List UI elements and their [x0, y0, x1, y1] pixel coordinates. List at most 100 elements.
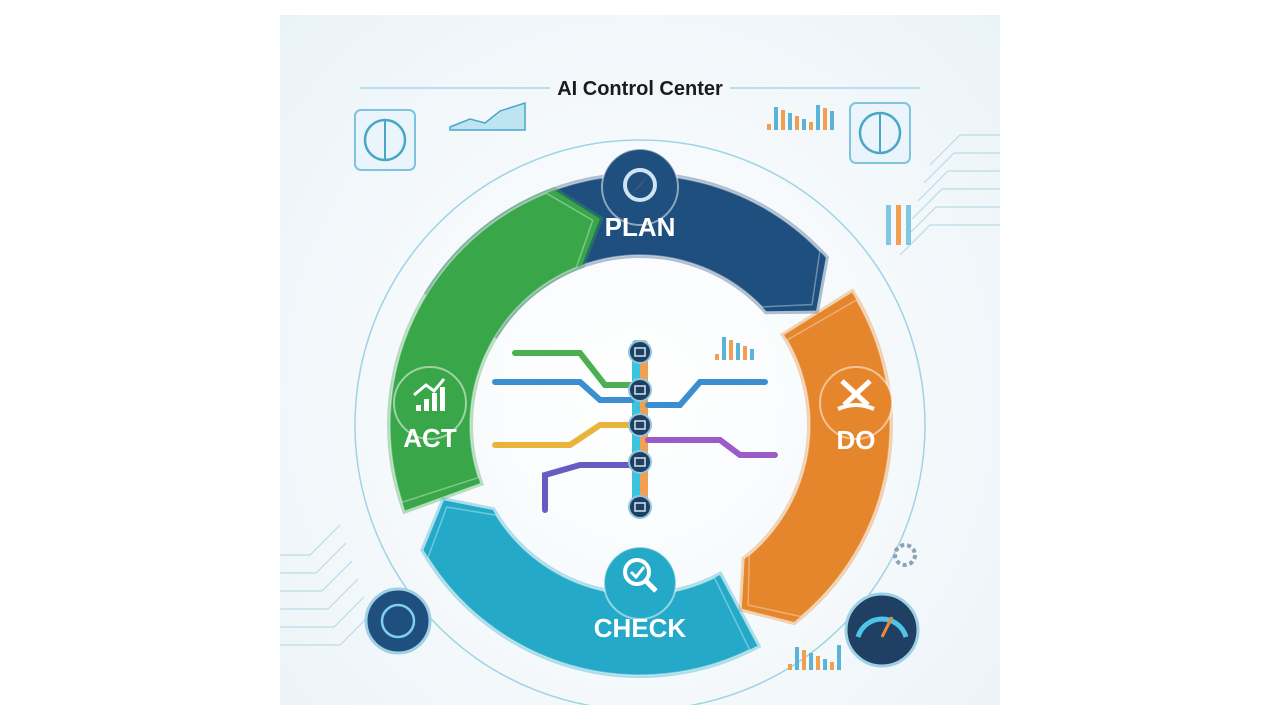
brain-icon — [380, 603, 416, 639]
mini-bar-chart-top — [767, 105, 834, 130]
mini-line-chart — [449, 101, 526, 131]
gauge-icon — [855, 616, 909, 638]
node-glyph — [634, 385, 646, 395]
level-bar — [886, 205, 891, 245]
stage-badge-do — [819, 366, 893, 440]
stage-badge-check — [603, 546, 677, 620]
chip-icon — [628, 378, 652, 402]
gauge-badge — [844, 592, 920, 668]
node-glyph — [634, 420, 646, 430]
mini-bar — [816, 105, 820, 130]
badge-circle — [601, 148, 679, 226]
node-glyph — [634, 457, 646, 467]
pdca-ring — [387, 148, 893, 678]
check-mark — [629, 566, 646, 580]
mini-bar — [736, 343, 740, 360]
compass-needle — [632, 176, 648, 194]
mini-bar — [750, 349, 754, 360]
mini-bar — [816, 656, 820, 670]
bar — [424, 399, 429, 411]
stage-label-act: ACT — [403, 423, 457, 453]
circuit-trace — [280, 596, 365, 628]
tools-hand-icon — [837, 379, 875, 411]
mini-bar — [795, 647, 799, 670]
circuit-trace — [280, 578, 359, 610]
corner-widgets — [354, 101, 920, 670]
hub-node — [628, 450, 652, 474]
pdca-illustration: AI Control Center PLAN DO CHECK ACT — [280, 15, 1000, 705]
level-bar — [896, 205, 901, 245]
circuit-trace — [899, 224, 1000, 256]
circuit-trace — [917, 170, 1000, 202]
document-icon — [628, 413, 652, 437]
mini-bar — [830, 662, 834, 670]
mini-bar — [830, 111, 834, 130]
stage-badge-act — [393, 366, 467, 440]
data-stream-line — [645, 437, 778, 458]
stage-label-do: DO — [837, 425, 876, 455]
badge-circle — [844, 592, 920, 668]
mini-bar — [823, 108, 827, 130]
bar — [416, 405, 421, 411]
data-stream-line — [512, 350, 635, 388]
mini-bar — [837, 645, 841, 670]
circuit-trace — [905, 206, 1000, 238]
circuit-trace — [929, 134, 1000, 166]
mini-bar — [795, 116, 799, 130]
stage-label-check: CHECK — [594, 613, 687, 643]
trend-arrow — [413, 378, 446, 397]
growth-chart-icon — [413, 378, 446, 411]
diagram-title: AI Control Center — [557, 78, 723, 100]
data-stream-line — [542, 462, 635, 513]
central-hub — [492, 340, 778, 519]
brain-panel-top-left — [354, 109, 416, 171]
circuit-trace — [280, 560, 353, 592]
mini-bar — [788, 664, 792, 670]
magnifier-lens — [623, 558, 651, 586]
hub-node — [628, 413, 652, 437]
gear-icon — [893, 543, 917, 567]
circuit-trace — [923, 152, 1000, 184]
circuit-trace — [280, 614, 371, 646]
mini-bar — [809, 122, 813, 130]
data-stream-line — [645, 379, 768, 408]
circuit-trace — [280, 524, 341, 556]
exit-icon — [628, 495, 652, 519]
mini-bar — [743, 346, 747, 360]
magnifier-handle — [644, 579, 658, 593]
node-glyph — [634, 347, 646, 357]
tools-shape — [840, 379, 872, 407]
mini-bar — [802, 650, 806, 670]
stage-badge-plan — [601, 148, 679, 226]
hub-node — [628, 495, 652, 519]
outer-orbit — [354, 139, 926, 705]
segment-highlight — [389, 192, 594, 504]
node-glyph — [634, 502, 646, 512]
hand-shape — [837, 403, 875, 411]
magnifier-check-icon — [623, 558, 658, 593]
mini-bar — [809, 653, 813, 670]
badge-circle — [364, 587, 432, 655]
mini-bar — [788, 113, 792, 130]
brain-badge-bottom-left — [364, 587, 432, 655]
gear-ring — [623, 168, 657, 202]
mini-bar — [802, 119, 806, 130]
data-stream-line — [492, 379, 635, 403]
bar — [440, 387, 445, 411]
stage-label-plan: PLAN — [605, 212, 676, 242]
mini-bar — [729, 340, 733, 360]
mini-bar — [715, 354, 719, 360]
mini-bar — [774, 107, 778, 130]
gauge-needle — [880, 616, 894, 638]
badge-circle — [393, 366, 467, 440]
circuit-trace — [911, 188, 1000, 220]
data-stream-line — [492, 422, 635, 448]
mini-bar — [722, 337, 726, 360]
hub-node — [628, 378, 652, 402]
brain-panel-top-right — [849, 102, 911, 164]
mini-bar — [823, 659, 827, 670]
mini-bar-chart-center — [715, 337, 754, 360]
circuit-trace — [280, 542, 347, 574]
mini-bar — [781, 110, 785, 130]
pdca-diagram: AI Control Center PLAN DO CHECK ACT — [280, 78, 1000, 705]
